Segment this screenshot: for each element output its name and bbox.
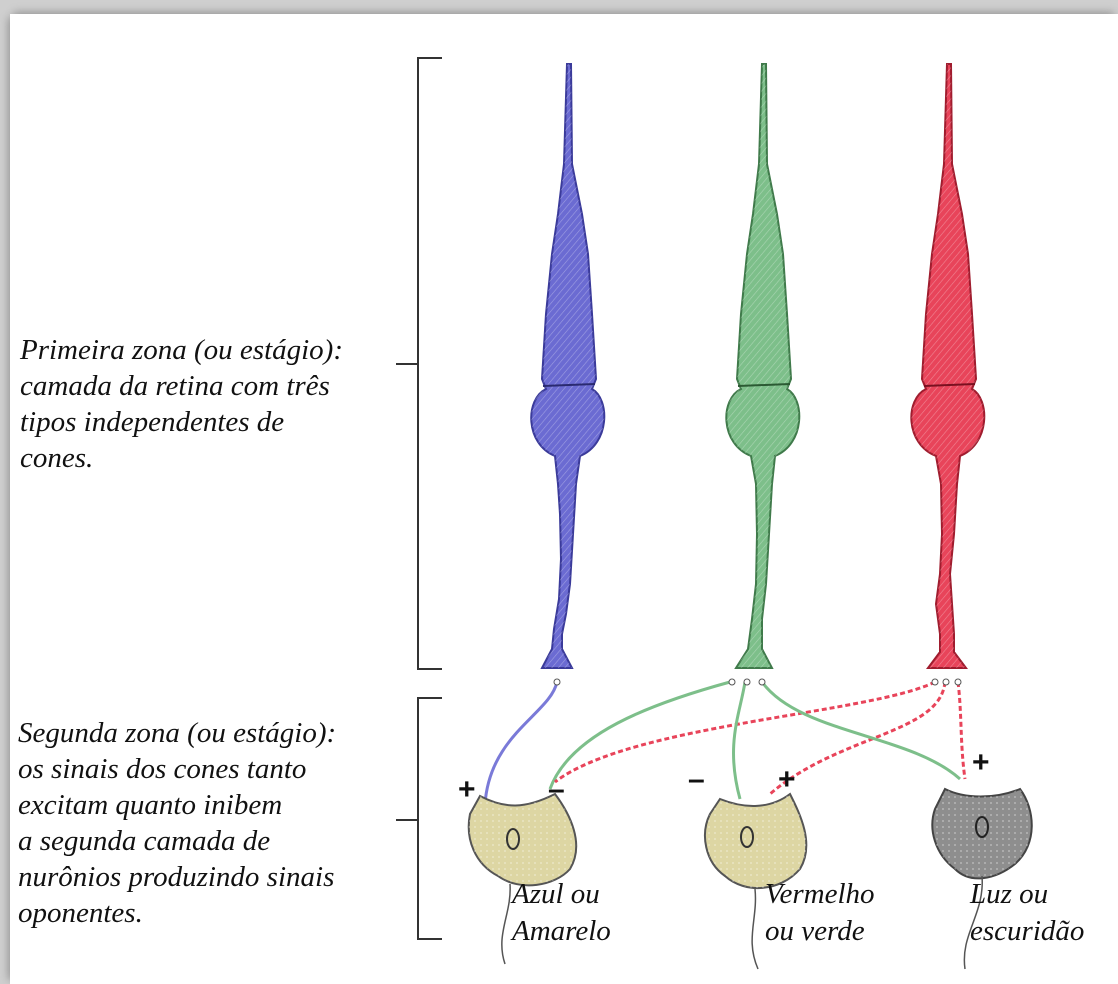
label-line: escuridão bbox=[970, 913, 1084, 950]
label-light-dark: Luz ou escuridão bbox=[970, 876, 1084, 950]
label-line: ou verde bbox=[765, 913, 875, 950]
sign-n2-minus: – bbox=[688, 763, 705, 796]
label-blue-yellow: Azul ou Amarelo bbox=[512, 876, 611, 950]
label-line: Luz ou bbox=[970, 876, 1084, 913]
zone1-line: Primeira zona (ou estágio): bbox=[20, 332, 343, 368]
red-cone bbox=[911, 64, 984, 668]
sign-n1-minus: – bbox=[548, 773, 565, 806]
label-line: Amarelo bbox=[512, 913, 611, 950]
zone1-line: tipos independentes de bbox=[20, 404, 343, 440]
zone2-line: oponentes. bbox=[18, 895, 336, 931]
zone2-description: Segunda zona (ou estágio): os sinais dos… bbox=[18, 715, 336, 931]
zone2-line: nurônios produzindo sinais bbox=[18, 859, 336, 895]
zone2-line: excitam quanto inibem bbox=[18, 787, 336, 823]
label-line: Vermelho bbox=[765, 876, 875, 913]
zone2-line: Segunda zona (ou estágio): bbox=[18, 715, 336, 751]
diagram-frame: + – – + + Primeira zona (ou estágio): ca… bbox=[10, 14, 1118, 984]
label-line: Azul ou bbox=[512, 876, 611, 913]
bracket-zone2 bbox=[396, 698, 442, 939]
fiber-terminals bbox=[554, 679, 961, 685]
blue-cone bbox=[531, 64, 604, 668]
signal-signs: + – – + + bbox=[458, 746, 990, 806]
zone1-description: Primeira zona (ou estágio): camada da re… bbox=[20, 332, 343, 476]
green-cone bbox=[726, 64, 799, 668]
sign-n1-plus: + bbox=[458, 773, 476, 806]
sign-n3-plus: + bbox=[972, 746, 990, 779]
bracket-zone1 bbox=[396, 58, 442, 669]
zone2-line: a segunda camada de bbox=[18, 823, 336, 859]
sign-n2-plus: + bbox=[778, 763, 796, 796]
label-red-green: Vermelho ou verde bbox=[765, 876, 875, 950]
zone1-line: camada da retina com três bbox=[20, 368, 343, 404]
zone1-line: cones. bbox=[20, 440, 343, 476]
zone2-line: os sinais dos cones tanto bbox=[18, 751, 336, 787]
